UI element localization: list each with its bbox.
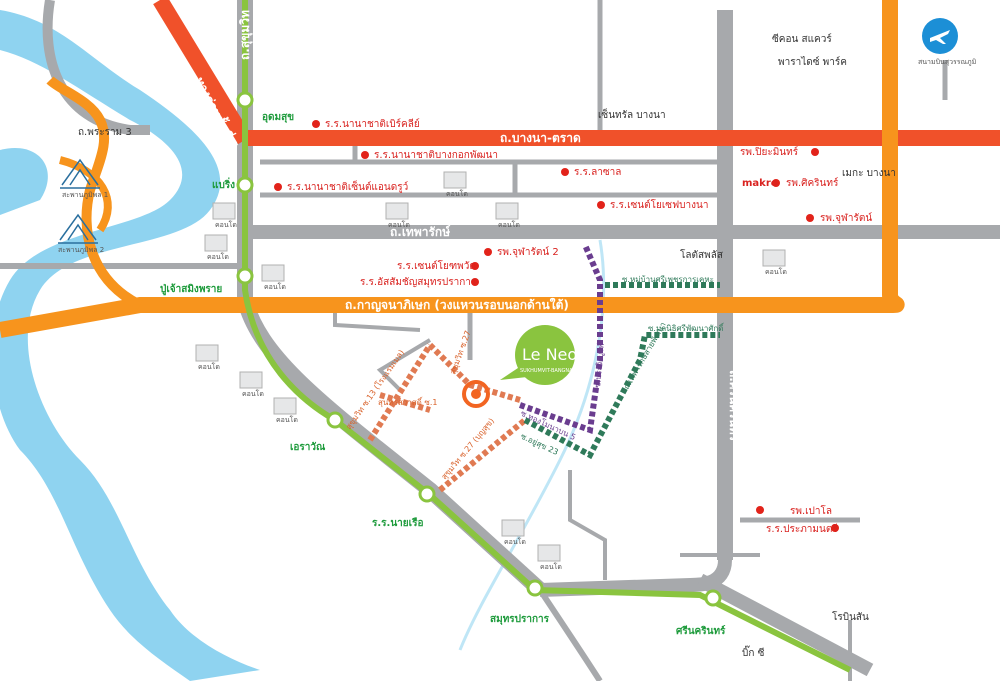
condo-label: คอนโด bbox=[215, 220, 237, 229]
orange-connector bbox=[58, 156, 112, 233]
label-pramong: ร.ร.ประภามนตรี bbox=[766, 523, 838, 535]
station-pu-chao bbox=[236, 267, 254, 285]
label-bearing: แบริ่ง bbox=[212, 177, 235, 191]
label-makro: makro bbox=[742, 178, 778, 189]
soi-orange-4 bbox=[379, 392, 431, 413]
label-soi-sanon: สุนทรสวาสดิ์ ซ.1 bbox=[378, 396, 437, 407]
soi-routes bbox=[367, 243, 720, 493]
condo-label: คอนโด bbox=[504, 537, 526, 546]
bts-line bbox=[242, 0, 852, 673]
poi-markers bbox=[274, 120, 839, 532]
label-mubankhrun: ซ.หมู่บ้านศรีเพชรการเคหะ bbox=[622, 275, 714, 285]
chao-phraya-river bbox=[0, 10, 260, 681]
label-lasal: ร.ร.ลาซาล bbox=[574, 167, 621, 178]
label-sukhumvit-vertical: ถ.สุขุมวิท bbox=[238, 10, 253, 60]
label-st-joseph: ร.ร.เซนต์โยเซฟบางนา bbox=[610, 198, 708, 211]
label-theparak: ถ.เทพารักษ์ bbox=[390, 225, 450, 239]
soi-purple bbox=[518, 243, 603, 435]
orange-river-loop bbox=[46, 76, 143, 310]
bridge-icons bbox=[58, 158, 100, 244]
condo-label: คอนโด bbox=[242, 389, 264, 398]
project-marker bbox=[462, 325, 575, 408]
soi-orange-2 bbox=[438, 417, 527, 493]
label-naval: ร.ร.นายเรือ bbox=[372, 517, 423, 529]
condo-labels: คอนโด คอนโด คอนโด คอนโด คอนโด คอนโด คอนโ… bbox=[198, 189, 787, 571]
condo-icons bbox=[195, 171, 786, 562]
label-piyamin: รพ.ปิยะมินทร์ bbox=[740, 146, 799, 158]
river-branch bbox=[0, 148, 48, 215]
condo-label: คอนโด bbox=[207, 252, 229, 261]
label-theparak-soi: ถ.เทพารักษ์สายพัฒนา bbox=[621, 320, 668, 391]
label-kanchanaphisek: ถ.กาญจนาภิเษก (วงแหวนรอบนอกด้านใต้) bbox=[345, 297, 569, 312]
project-sub: SUKHUMVIT-BANGNA bbox=[520, 368, 573, 374]
bts-stations bbox=[236, 91, 722, 607]
project-name: Le Neo bbox=[522, 345, 577, 364]
label-chularat2: รพ.จุฬารัตน์ 2 bbox=[497, 246, 559, 258]
label-soi-saint: ซ.ประวิงบูรพ์ bbox=[592, 343, 607, 388]
soi-orange-1 bbox=[367, 343, 433, 442]
label-paolo: รพ.เปาโล bbox=[790, 504, 832, 517]
station-erawan bbox=[326, 411, 344, 429]
station-srinakarin bbox=[704, 589, 722, 607]
label-bridge-2: สะพานภูมิพล 2 bbox=[58, 246, 104, 254]
label-airport: สนามบินสุวรรณภูมิ bbox=[918, 58, 976, 66]
condo-label: คอนโด bbox=[765, 267, 787, 276]
condo-label: คอนโด bbox=[388, 220, 410, 229]
label-paradise: พาราไดซ์ พาร์ค bbox=[778, 56, 847, 68]
label-berkeley: ร.ร.นานาชาติเบิร์คลีย์ bbox=[325, 118, 420, 130]
label-bangna-trad: ถ.บางนา-ตราด bbox=[500, 131, 581, 145]
label-assumption: ร.ร.อัสสัมชัญสมุทรปราการ bbox=[360, 277, 477, 288]
label-mega: เมกะ บางนา bbox=[842, 168, 896, 179]
condo-label: คอนโด bbox=[498, 220, 520, 229]
label-srinakarin-st: ศรีนครินทร์ bbox=[676, 625, 726, 637]
condo-label: คอนโด bbox=[276, 415, 298, 424]
label-st-dominic: ร.ร.เซนต์โยฑพวัด bbox=[397, 259, 476, 272]
label-srinakarin: ถ.ศรีนครินทร์ bbox=[727, 370, 741, 442]
condo-label: คอนโด bbox=[446, 189, 468, 198]
label-seacon: ซีคอน สแควร์ bbox=[772, 33, 832, 45]
label-mansion: ซ.มลนิธิศรีพัฒนาศักดิ์ bbox=[648, 322, 725, 333]
soi-green-1 bbox=[523, 332, 720, 460]
label-rama3: ถ.พระราม 3 bbox=[78, 127, 132, 138]
label-udomsuk: อุดมสุข bbox=[262, 112, 294, 123]
station-udomsuk bbox=[236, 91, 254, 109]
label-bridge-1: สะพานภูมิพล 1 bbox=[62, 191, 108, 199]
station-naval bbox=[418, 485, 436, 503]
label-st-andrews: ร.ร.นานาชาติเซ็นต์แอนดรูว์ bbox=[287, 179, 408, 193]
station-bearing bbox=[236, 176, 254, 194]
condo-label: คอนโด bbox=[198, 362, 220, 371]
condo-label: คอนโด bbox=[540, 562, 562, 571]
label-samut-prakan: สมุทรปราการ bbox=[490, 613, 550, 625]
label-patana: ร.ร.นานาชาติบางกอกพัฒนา bbox=[374, 150, 498, 161]
road-kanchanaphisek bbox=[0, 0, 905, 338]
label-sikarin: รพ.ศิครินทร์ bbox=[786, 177, 839, 189]
label-central: เซ็นทรัล บางนา bbox=[598, 107, 666, 121]
label-robinson: โรบินสัน bbox=[832, 610, 869, 623]
expressway-diagonal bbox=[153, 0, 252, 145]
station-samut-prakan bbox=[526, 579, 544, 597]
label-chularat: รพ.จุฬารัตน์ bbox=[820, 212, 872, 224]
label-bigc: บิ๊ก ซี bbox=[742, 645, 765, 659]
label-pu-chao: ปู่เจ้าสมิงพราย bbox=[160, 283, 222, 296]
label-lotus: โลตัสพลัส bbox=[680, 248, 723, 261]
condo-label: คอนโด bbox=[264, 282, 286, 291]
label-soi-27b: สุขุมวิท ซ.27 (บุญสุข) bbox=[440, 416, 496, 481]
label-erawan: เอราวัณ bbox=[290, 441, 326, 453]
